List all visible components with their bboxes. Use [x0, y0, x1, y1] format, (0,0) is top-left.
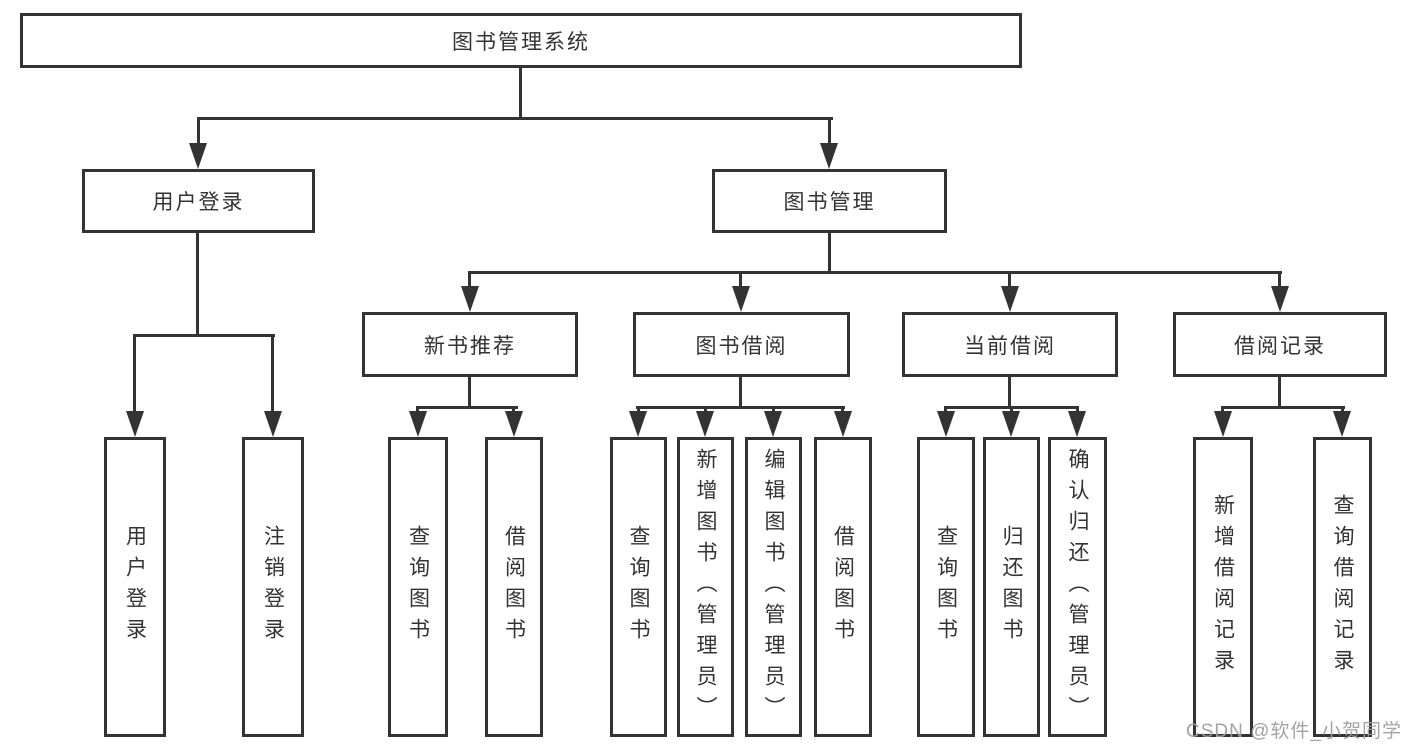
arrowhead-icon	[189, 143, 207, 169]
node-current-borrowing: 当前借阅	[902, 312, 1118, 377]
connector-line	[944, 406, 947, 415]
connector-line	[739, 271, 742, 291]
connector-line	[468, 271, 471, 291]
connector-line	[841, 406, 844, 415]
connector-line	[468, 271, 1282, 274]
arrowhead-icon	[1068, 411, 1086, 437]
arrowhead-icon	[126, 411, 144, 437]
arrowhead-icon	[264, 411, 282, 437]
connector-line	[512, 406, 515, 415]
connector-line	[1221, 406, 1224, 415]
node-edit-book-admin: 编辑图书（管理员）	[745, 437, 802, 737]
node-root: 图书管理系统	[20, 13, 1022, 68]
node-newbook-borrow-books: 借阅图书	[485, 437, 543, 737]
connector-line	[416, 406, 419, 415]
arrowhead-icon	[1333, 411, 1351, 437]
node-add-book-admin: 新增图书（管理员）	[677, 437, 734, 737]
connector-line	[1341, 406, 1344, 415]
arrowhead-icon	[732, 286, 750, 312]
node-logout: 注销登录	[242, 437, 304, 737]
arrowhead-icon	[764, 411, 782, 437]
node-borrowing-records: 借阅记录	[1173, 312, 1387, 377]
node-newbook-query-books: 查询图书	[388, 437, 448, 737]
arrowhead-icon	[409, 411, 427, 437]
connector-line	[133, 334, 136, 416]
node-book-management: 图书管理	[712, 169, 947, 233]
connector-line	[468, 377, 471, 408]
connector-line	[416, 406, 518, 409]
arrowhead-icon	[505, 411, 523, 437]
node-user-login: 用户登录	[82, 169, 315, 233]
node-new-book-recommend: 新书推荐	[362, 312, 578, 377]
arrowhead-icon	[696, 411, 714, 437]
node-borrow-books: 借阅图书	[814, 437, 872, 737]
node-borrowing-query-books: 查询图书	[610, 437, 667, 737]
connector-line	[1010, 406, 1013, 415]
connector-line	[739, 377, 742, 408]
arrowhead-icon	[820, 143, 838, 169]
connector-line	[519, 68, 522, 120]
arrowhead-icon	[629, 411, 647, 437]
arrowhead-icon	[937, 411, 955, 437]
arrowhead-icon	[1002, 411, 1020, 437]
arrowhead-icon	[834, 411, 852, 437]
connector-line	[772, 406, 775, 415]
node-confirm-return-admin: 确认归还（管理员）	[1048, 437, 1107, 737]
connector-line	[197, 117, 833, 120]
connector-line	[1278, 377, 1281, 408]
node-add-borrow-record: 新增借阅记录	[1193, 437, 1253, 737]
connector-line	[1008, 377, 1011, 408]
node-query-borrow-record: 查询借阅记录	[1313, 437, 1372, 737]
connector-line	[828, 233, 831, 274]
connector-line	[197, 117, 200, 147]
connector-line	[1221, 406, 1345, 409]
connector-line	[1008, 271, 1011, 291]
arrowhead-icon	[461, 286, 479, 312]
connector-line	[196, 233, 199, 337]
node-user-login-leaf: 用户登录	[104, 437, 166, 737]
connector-line	[704, 406, 707, 415]
connector-line	[271, 334, 274, 416]
connector-line	[133, 334, 275, 337]
node-return-books: 归还图书	[983, 437, 1040, 737]
arrowhead-icon	[1214, 411, 1232, 437]
watermark: CSDN @软件_小贺同学	[1186, 721, 1402, 742]
connector-line	[1278, 271, 1281, 291]
connector-line	[636, 406, 845, 409]
connector-line	[637, 406, 640, 415]
arrowhead-icon	[1001, 286, 1019, 312]
node-current-query-books: 查询图书	[917, 437, 975, 737]
connector-line	[1076, 406, 1079, 415]
connector-line	[828, 117, 831, 147]
arrowhead-icon	[1271, 286, 1289, 312]
node-book-borrowing: 图书借阅	[633, 312, 850, 377]
